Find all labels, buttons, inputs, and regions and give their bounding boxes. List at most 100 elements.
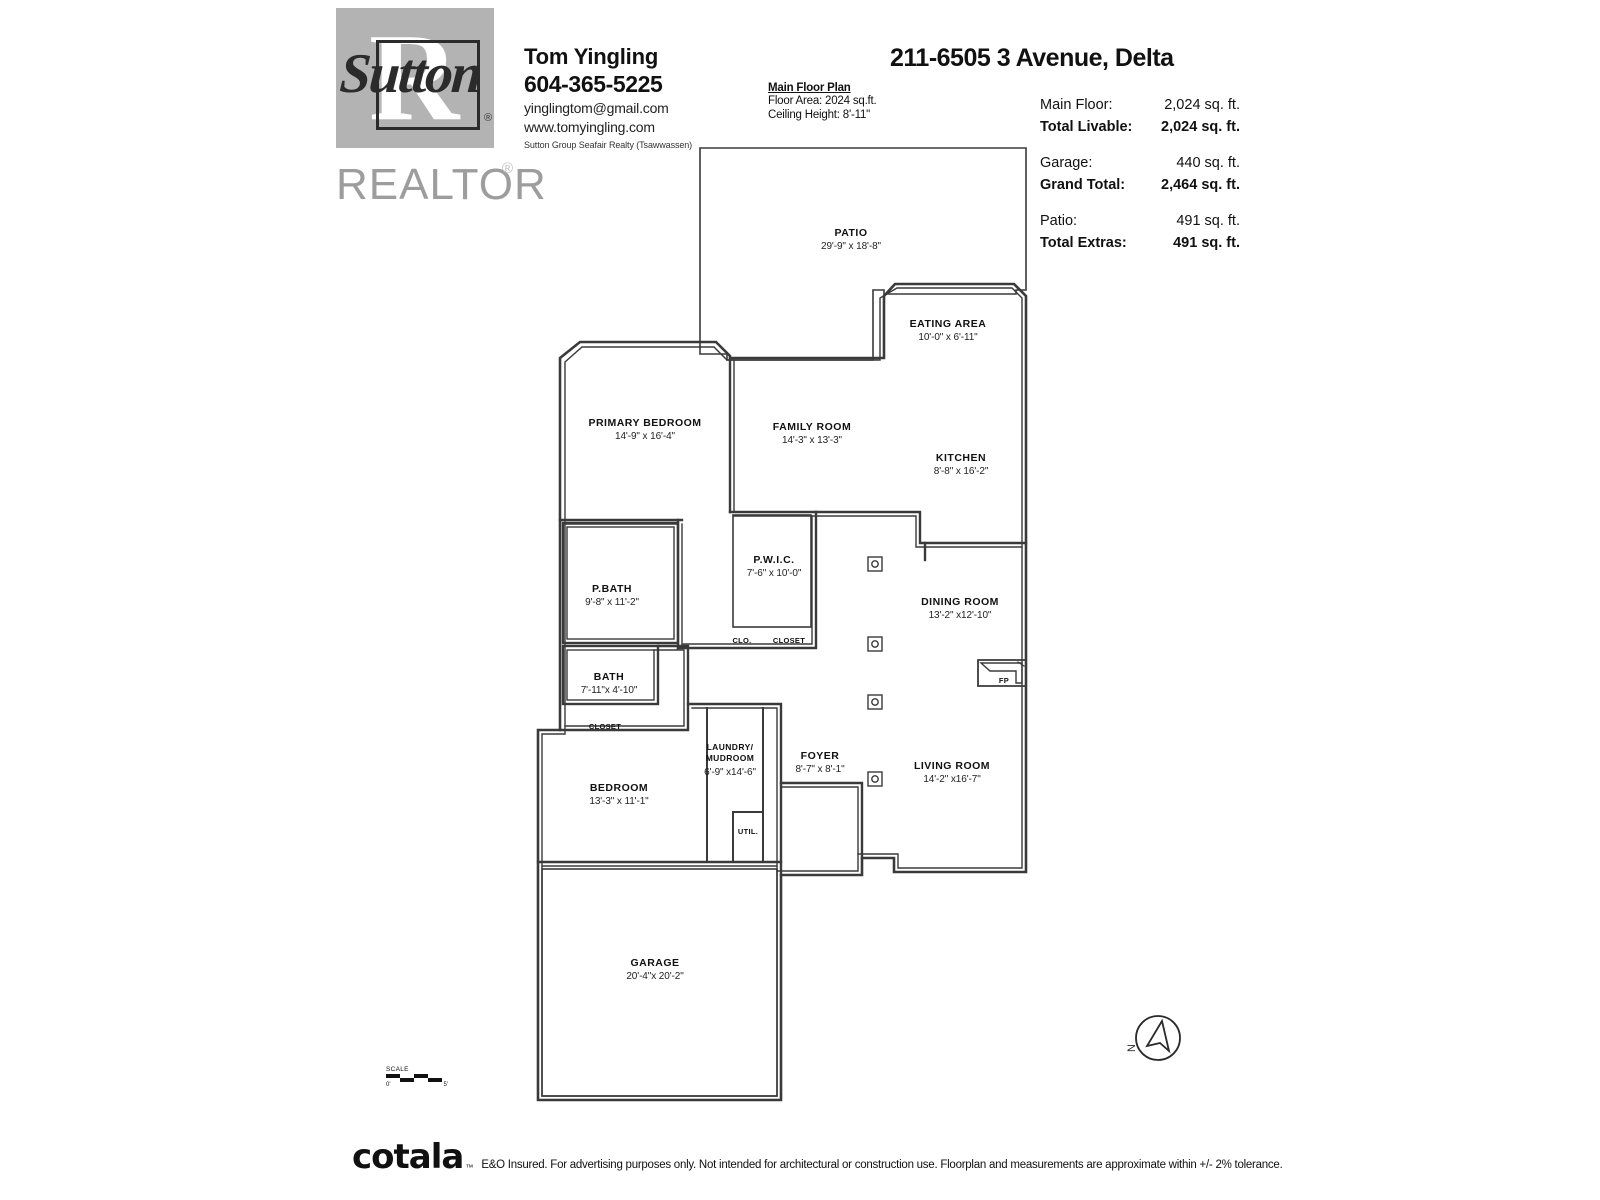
room-name-kitchen: KITCHEN [935, 452, 987, 464]
area-summary-row: Patio: 491 sq. ft. [1040, 210, 1240, 232]
sutton-logo-background [336, 8, 494, 148]
room-label-foyer: FOYER 8'-7" x 8'-1" [795, 750, 844, 776]
cotala-logo: cotala [352, 1137, 464, 1177]
area-summary-label: Total Extras: [1040, 235, 1127, 252]
scale-start-tick: 0' [386, 1082, 391, 1088]
room-dimension-patio: 29'-9" x 18'-8" [820, 241, 882, 253]
sub-label-util: UTIL. [738, 827, 758, 836]
room-name-pwic: P.W.I.C. [753, 554, 795, 566]
floorplan-caption-ceiling: Ceiling Height: 8'-11" [768, 109, 871, 122]
area-summary-value: 2,024 sq. ft. [1161, 119, 1240, 136]
area-summary-label: Garage: [1040, 154, 1093, 171]
area-summary-label: Total Livable: [1040, 119, 1133, 136]
agent-email: yinglingtom@gmail.com [524, 99, 669, 116]
area-summary-spacer [1040, 139, 1240, 152]
sutton-logo-letter-r: R [369, 9, 459, 147]
realtor-wordmark: REALTOR [336, 160, 547, 209]
sub-label-dimension-laundry_mudroom: 6'-9" x14'-6" [704, 767, 756, 779]
area-summary-label: Main Floor: [1040, 97, 1113, 113]
sub-label-name-fp: FP [998, 676, 1010, 685]
area-summary-value: 440 sq. ft. [1176, 154, 1240, 171]
room-label-dining_room: DINING ROOM 13'-2" x12'-10" [921, 596, 999, 622]
room-name-foyer: FOYER [800, 750, 840, 762]
area-summary-value: 491 sq. ft. [1176, 212, 1240, 229]
brand-block: R Sutton ® REALTOR ® Tom Yingling 604-36… [336, 8, 692, 218]
room-name-garage: GARAGE [630, 957, 680, 969]
room-name-eating_area: EATING AREA [909, 318, 987, 330]
fireplace-tick-1 [1017, 661, 1025, 667]
floorplan-caption: Main Floor Plan Floor Area: 2024 sq.ft. … [768, 82, 988, 123]
room-name-dining_room: DINING ROOM [921, 596, 999, 608]
compass-north-letter: N [1126, 1044, 1138, 1052]
room-dimension-family_room: 14'-3" x 13'-3" [781, 435, 842, 447]
room-dimension-kitchen: 8'-8" x 16'-2" [933, 466, 989, 478]
wall-laundry-mudroom [686, 702, 783, 877]
agent-contact-block: Tom Yingling 604-365-5225 yinglingtom@gm… [524, 44, 709, 150]
room-name-living_room: LIVING ROOM [913, 760, 991, 772]
sub-label-clo: CLO. [732, 636, 751, 645]
room-name-pbath: P.BATH [592, 583, 632, 595]
scale-bar-widget: SCALE 0' 5' [386, 1066, 456, 1088]
room-label-eating_area: EATING AREA 10'-0" x 6'-11" [910, 318, 987, 344]
sub-label-fp: FP [999, 676, 1009, 685]
room-name-family_room: FAMILY ROOM [772, 421, 852, 433]
wall-family-kitchen-divider [814, 510, 1028, 545]
room-label-garage: GARAGE 20'-4"x 20'-2" [626, 957, 683, 983]
sub-label-name2-laundry_mudroom: MUDROOM [705, 752, 755, 763]
compass-rose-icon: N [1126, 1015, 1181, 1061]
room-dimension-dining_room: 13'-2" x12'-10" [928, 610, 992, 622]
sutton-logo-wordmark: Sutton [337, 43, 483, 105]
room-dimension-garage: 20'-4"x 20'-2" [626, 971, 684, 983]
sub-label-name-clo: CLO. [732, 636, 752, 645]
footer: cotala ™ E&O Insured. For advertising pu… [352, 1140, 1283, 1174]
wall-family-kitchen-divider-inner [811, 515, 1023, 548]
room-label-patio: PATIO 29'-9" x 18'-8" [821, 227, 881, 253]
scale-bar-graphic [386, 1074, 442, 1083]
room-label-pwic: P.W.I.C.7'-6" x 10'-0" [747, 554, 802, 580]
sub-label-name-laundry_mudroom: LAUNDRY/ [706, 742, 754, 752]
room-dimension-primary_bedroom: 14'-9" x 16'-4" [614, 431, 675, 443]
wall-foyer-inner [780, 786, 859, 855]
sutton-logo: R Sutton ® [336, 8, 501, 158]
area-summary-row: Total Livable: 2,024 sq. ft. [1040, 116, 1240, 138]
area-summary-row: Total Extras: 491 sq. ft. [1040, 232, 1240, 254]
floorplan-caption-heading: Main Floor Plan [768, 82, 851, 94]
room-label-primary_bedroom: PRIMARY BEDROOM 14'-9" x 16'-4" [588, 417, 701, 443]
realtor-registered-mark: ® [502, 160, 514, 177]
room-name-patio: PATIO [834, 227, 868, 239]
area-summary-label: Grand Total: [1040, 177, 1126, 194]
scale-end-tick: 5' [443, 1082, 448, 1088]
area-summary-value: 491 sq. ft. [1173, 235, 1240, 252]
room-dimension-bath: 7'-11"x 4'-10" [580, 685, 638, 697]
page-title: 211-6505 3 Avenue, Delta [890, 44, 1174, 72]
room-dimension-eating_area: 10'-0" x 6'-11" [918, 332, 978, 344]
sub-label-name-util: UTIL. [737, 827, 759, 836]
area-summary-label: Patio: [1040, 212, 1078, 229]
sub-label-closet_bath: CLOSET [589, 722, 621, 731]
scale-label: SCALE [386, 1066, 409, 1073]
room-dimension-foyer: 8'-7" x 8'-1" [795, 764, 845, 776]
area-summary-row: Main Floor:2,024 sq. ft. [1040, 94, 1240, 116]
ceiling-fixture-symbols [867, 556, 883, 787]
room-name-primary_bedroom: PRIMARY BEDROOM [588, 417, 702, 429]
wall-util-closet [732, 811, 764, 863]
room-name-bedroom: BEDROOM [589, 782, 649, 794]
room-label-family_room: FAMILY ROOM 14'-3" x 13'-3" [773, 421, 851, 447]
wall-laundry-mudroom-inner [691, 707, 778, 872]
area-summary-table: Main Floor:2,024 sq. ft.Total Livable:2,… [1040, 94, 1240, 255]
agent-name: Tom Yingling [524, 44, 659, 69]
agent-phone: 604-365-5225 [524, 71, 663, 98]
sub-label-closet_pwic: CLOSET [773, 636, 805, 645]
sutton-logo-square-outline [376, 40, 480, 130]
area-summary-value: 2,464 sq. ft. [1161, 177, 1240, 194]
area-summary-spacer [1040, 197, 1240, 210]
agent-brokerage: Sutton Group Seafair Realty (Tsawwassen) [524, 139, 693, 150]
wall-foyer [779, 781, 864, 860]
floorplan-caption-area: Floor Area: 2024 sq.ft. [768, 95, 877, 107]
